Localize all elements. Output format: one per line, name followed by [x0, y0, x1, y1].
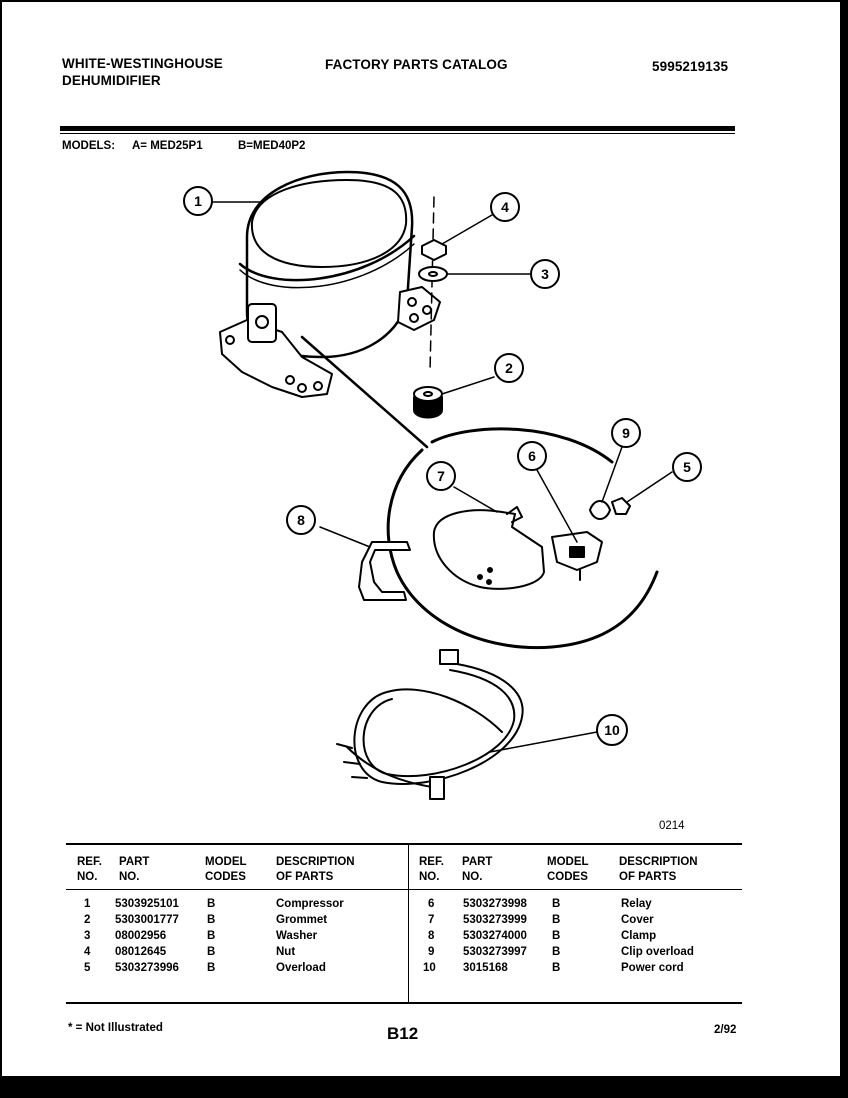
svg-text:4: 4 — [501, 199, 509, 215]
svg-text:6: 6 — [528, 448, 536, 464]
page-number: B12 — [387, 1024, 419, 1043]
header-rule-thin — [60, 133, 735, 134]
header-rule — [60, 126, 735, 131]
callout-8: 8 — [286, 505, 316, 535]
callout-1: 1 — [183, 186, 213, 216]
exploded-parts-diagram: 1 2 3 4 5 6 7 8 9 10 — [183, 170, 702, 800]
svg-text:7: 7 — [437, 468, 445, 484]
footer-note: * = Not Illustrated — [68, 1022, 163, 1034]
callout-5: 5 — [672, 452, 702, 482]
callout-9: 9 — [611, 418, 641, 448]
compressor-illustration — [219, 170, 441, 398]
callout-4: 4 — [490, 192, 520, 222]
callout-3: 3 — [530, 259, 560, 289]
callout-7: 7 — [426, 461, 456, 491]
table-header-rule — [66, 889, 742, 890]
svg-text:2: 2 — [505, 360, 513, 376]
catalog-title: FACTORY PARTS CATALOG — [325, 57, 508, 72]
svg-text:1: 1 — [194, 193, 202, 209]
callout-2: 2 — [494, 353, 524, 383]
model-b: B=MED40P2 — [238, 140, 306, 152]
catalog-number: 5995219135 — [652, 59, 729, 74]
table-bottom-rule — [66, 1002, 742, 1004]
table-divider — [408, 843, 409, 1003]
brand-line-1: WHITE-WESTINGHOUSE — [62, 56, 223, 71]
brand-line-2: DEHUMIDIFIER — [62, 73, 161, 88]
models-label: MODELS: — [62, 140, 116, 152]
figure-code: 0214 — [659, 820, 685, 832]
header-ref-right: REF.NO. — [419, 856, 444, 883]
table-top-rule — [66, 843, 742, 845]
power-cord-illustration — [336, 649, 524, 800]
svg-text:10: 10 — [604, 722, 620, 738]
svg-text:8: 8 — [297, 512, 305, 528]
header-ref: REF.NO. — [77, 856, 102, 883]
svg-text:9: 9 — [622, 425, 630, 441]
footer-date: 2/92 — [714, 1024, 737, 1036]
svg-text:5: 5 — [683, 459, 691, 475]
callout-6: 6 — [517, 441, 547, 471]
model-a: A= MED25P1 — [132, 140, 203, 152]
catalog-page: WHITE-WESTINGHOUSE DEHUMIDIFIER FACTORY … — [0, 0, 840, 1076]
svg-text:3: 3 — [541, 266, 549, 282]
callout-10: 10 — [596, 714, 628, 746]
